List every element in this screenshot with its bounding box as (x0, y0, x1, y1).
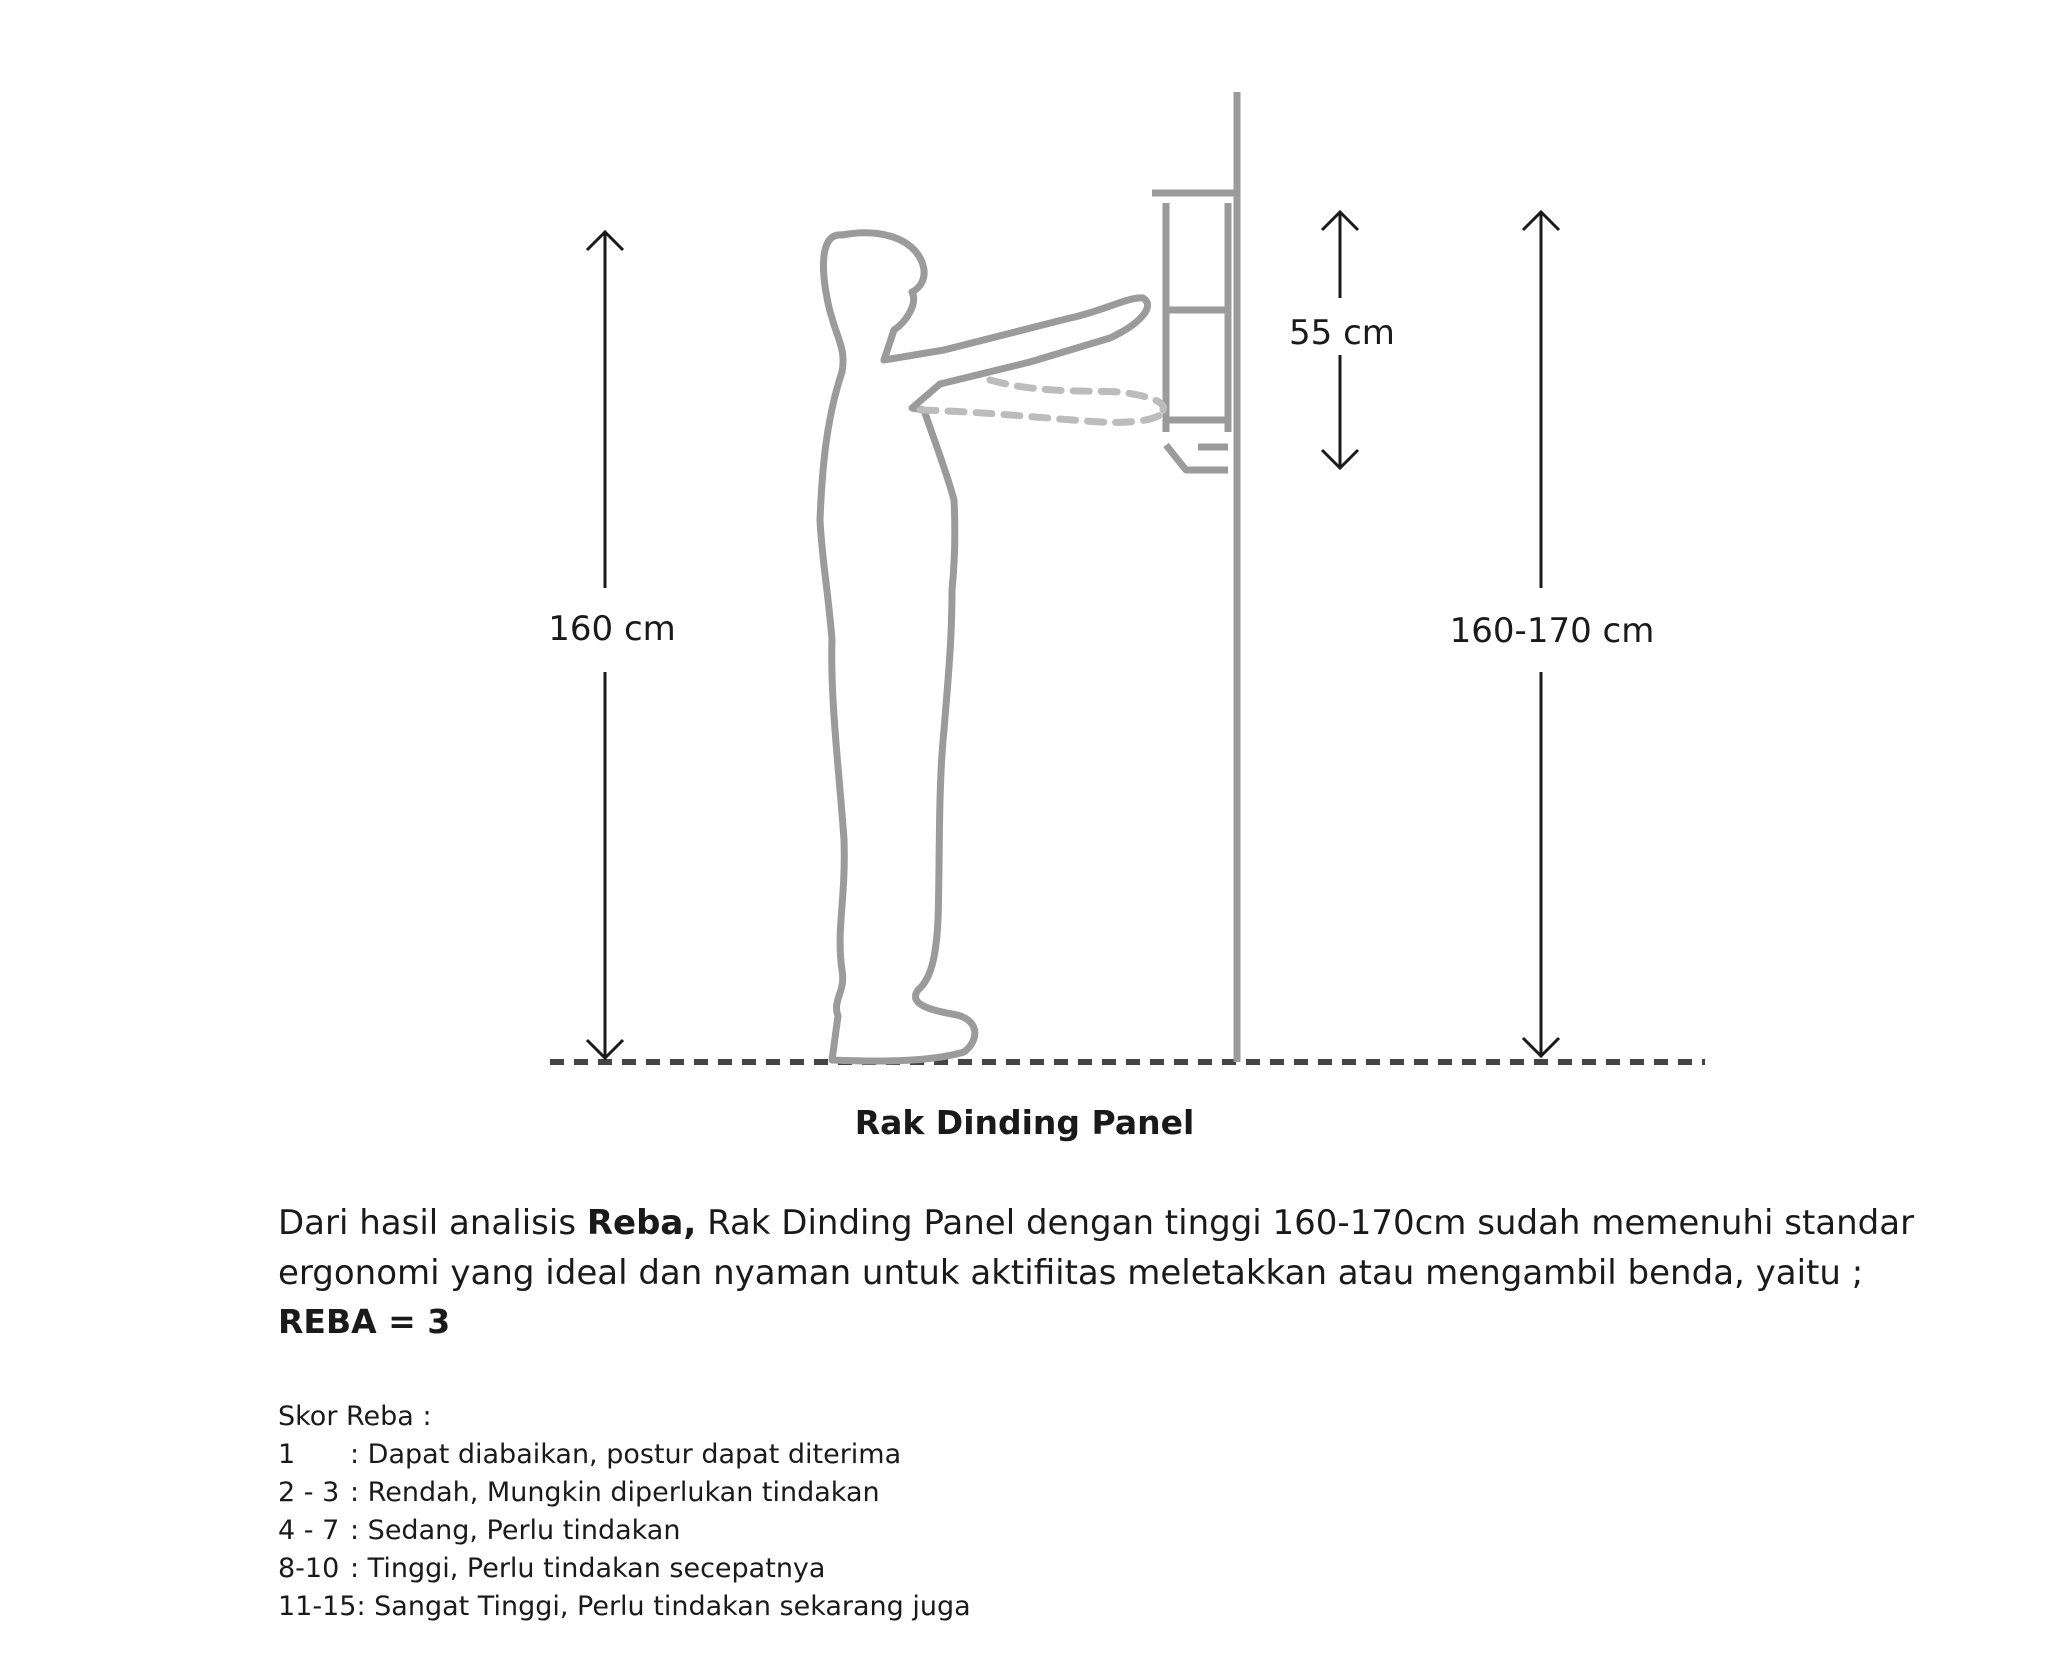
score-range: 11-15 (278, 1591, 357, 1622)
person-figure (816, 229, 1151, 1065)
analysis-description: Dari hasil analisis Reba, Rak Dinding Pa… (278, 1198, 1998, 1298)
score-range: 1 (278, 1439, 296, 1470)
score-row: 4 - 7 : Sedang, Perlu tindakan (278, 1512, 971, 1550)
score-row: 1 : Dapat diabaikan, postur dapat diteri… (278, 1436, 971, 1474)
dashed-arm (916, 376, 1167, 426)
score-list: Skor Reba : 1 : Dapat diabaikan, postur … (278, 1398, 971, 1626)
score-range: 4 - 7 (278, 1515, 340, 1546)
label-shelf-height: 160-170 cm (1450, 611, 1655, 651)
score-range: 8-10 (278, 1553, 340, 1584)
wall-shelf (1152, 189, 1236, 474)
desc-bold: Reba, (586, 1203, 697, 1243)
score-range: 2 - 3 (278, 1477, 340, 1508)
score-text: : Rendah, Mungkin diperlukan tindakan (350, 1477, 880, 1508)
label-shelf-reach: 55 cm (1289, 313, 1395, 353)
score-row: 11-15 : Sangat Tinggi, Perlu tindakan se… (278, 1588, 971, 1626)
dimension-arrow-reach (1320, 209, 1360, 471)
score-text: : Tinggi, Perlu tindakan secepatnya (350, 1553, 826, 1584)
score-title: Skor Reba : (278, 1401, 432, 1432)
desc-part2: Rak Dinding Panel dengan tinggi 160-170c… (278, 1203, 1915, 1293)
dimension-arrow-shelf (1521, 209, 1561, 1059)
score-row: 8-10 : Tinggi, Perlu tindakan secepatnya (278, 1550, 971, 1588)
score-text: : Sangat Tinggi, Perlu tindakan sekarang… (356, 1591, 971, 1622)
figure-caption: Rak Dinding Panel (854, 1103, 1195, 1142)
score-text: : Dapat diabaikan, postur dapat diterima (350, 1439, 902, 1470)
desc-part1: Dari hasil analisis (278, 1203, 587, 1243)
label-person-height: 160 cm (548, 609, 676, 649)
reba-result: REBA = 3 (278, 1302, 451, 1341)
dimension-arrow-person (585, 229, 625, 1061)
score-text: : Sedang, Perlu tindakan (350, 1515, 681, 1546)
score-row: 2 - 3 : Rendah, Mungkin diperlukan tinda… (278, 1474, 971, 1512)
